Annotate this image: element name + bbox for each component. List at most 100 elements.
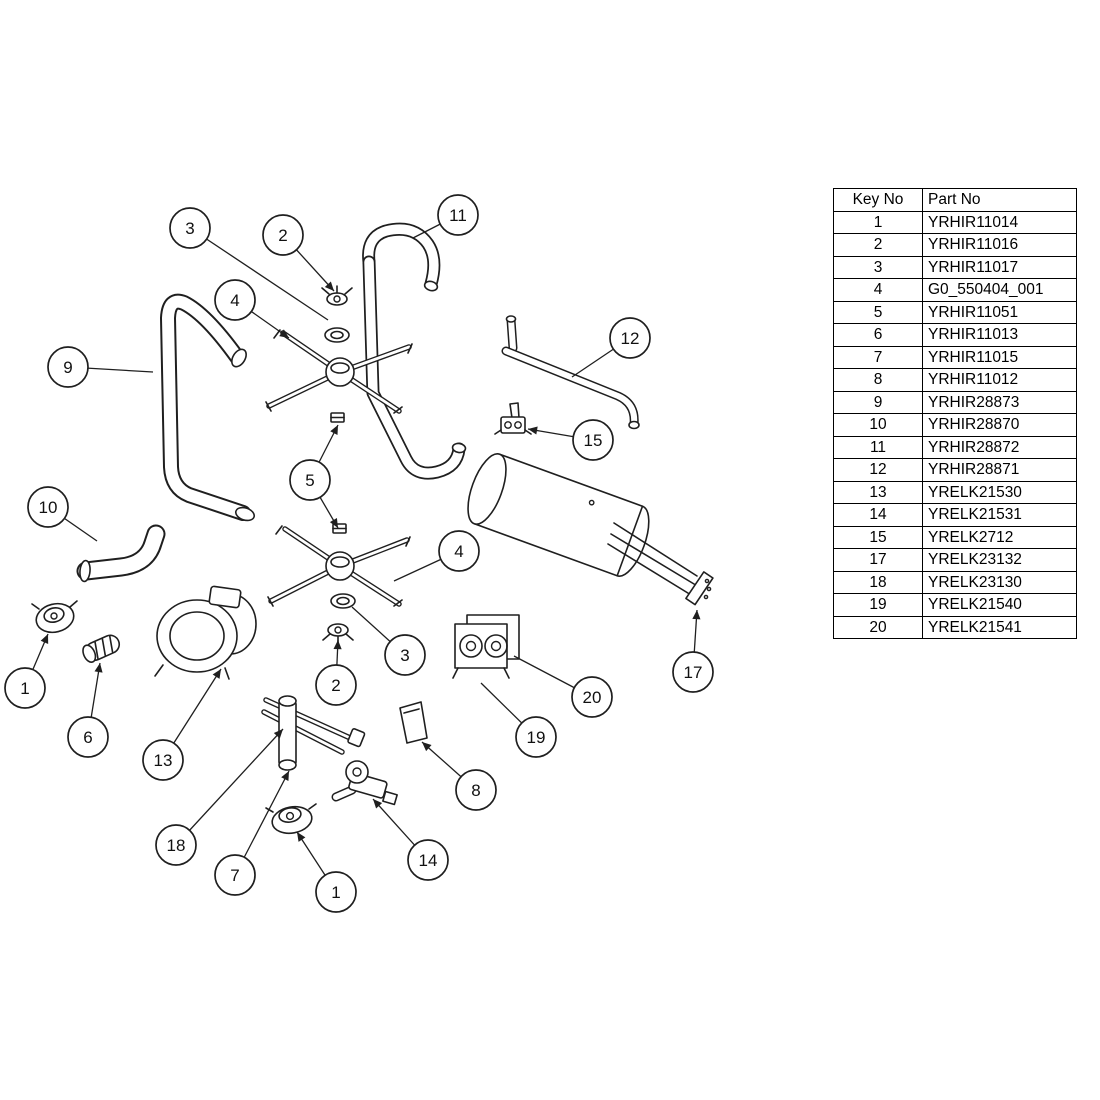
callout-circle — [289, 459, 331, 501]
part-17-heater-element — [607, 522, 714, 606]
callout-circle — [214, 279, 256, 321]
leader-arrowhead — [330, 425, 338, 435]
key-no-cell: 17 — [833, 548, 923, 572]
part-no-cell: YRELK21541 — [922, 615, 1077, 639]
part-13-pump — [154, 585, 257, 680]
callout-number: 13 — [154, 751, 173, 770]
callout-circle — [262, 214, 304, 256]
callout-circle — [67, 716, 109, 758]
part-18-assembly — [261, 695, 366, 771]
callout-number: 5 — [305, 471, 314, 490]
leader-line — [189, 227, 329, 321]
part-6-sleeve — [82, 634, 121, 664]
callout-number: 3 — [185, 219, 194, 238]
callout-number: 4 — [230, 291, 239, 310]
key-no-cell: 9 — [833, 390, 923, 414]
part-no-cell: YRELK2712 — [922, 525, 1077, 549]
callout-number: 11 — [449, 206, 467, 225]
part-no-cell: YRHIR11014 — [922, 210, 1077, 234]
callout-circle — [214, 854, 256, 896]
callout-circle — [455, 769, 497, 811]
callout-number: 12 — [621, 329, 640, 348]
callout-number: 1 — [20, 679, 29, 698]
callout-circle — [515, 716, 557, 758]
callout-balloon: 2 — [315, 664, 357, 706]
callout-balloon: 8 — [455, 769, 497, 811]
callout-circle — [437, 194, 479, 236]
part-10-elbow — [76, 524, 166, 583]
part-no-cell: YRELK23132 — [922, 548, 1077, 572]
callout-balloon: 19 — [515, 716, 557, 758]
callout-circle — [47, 346, 89, 388]
callout-balloon: 1 — [315, 871, 357, 913]
callout-balloon: 11 — [437, 194, 479, 236]
callout-balloon: 9 — [47, 346, 89, 388]
key-no-cell: 19 — [833, 593, 923, 617]
callout-balloon: 14 — [407, 839, 449, 881]
callout-balloon: 17 — [672, 651, 714, 693]
part-2-clamp-lower — [322, 623, 354, 644]
callout-number: 2 — [331, 676, 340, 695]
callout-number: 7 — [230, 866, 239, 885]
callout-circle — [315, 871, 357, 913]
part-no-cell: YRHIR11051 — [922, 300, 1077, 324]
key-no-cell: 4 — [833, 278, 923, 302]
callout-circle — [169, 207, 211, 249]
key-no-cell: 1 — [833, 210, 923, 234]
callout-number: 17 — [684, 663, 703, 682]
leader-arrowhead — [422, 742, 432, 752]
callout-number: 1 — [331, 883, 340, 902]
callout-circle — [438, 530, 480, 572]
part-no-cell: YRELK21540 — [922, 593, 1077, 617]
leader-arrowhead — [333, 640, 342, 650]
leader-line — [175, 728, 284, 846]
leader-arrowhead — [40, 634, 49, 644]
callout-number: 8 — [471, 781, 480, 800]
callout-balloon: 13 — [142, 739, 184, 781]
callout-number: 10 — [39, 498, 58, 517]
callout-balloon: 15 — [572, 419, 614, 461]
callout-balloon: 4 — [214, 279, 256, 321]
part-19-20-heater-box — [452, 614, 520, 679]
table-header-row: Key No Part No — [833, 188, 1077, 212]
callout-circle — [572, 419, 614, 461]
callout-circle — [571, 676, 613, 718]
part-no-cell: YRELK21530 — [922, 480, 1077, 504]
part-2-clamp-upper — [321, 285, 353, 306]
part-14-valve — [331, 760, 398, 806]
leader-arrowhead — [297, 832, 306, 842]
leader-arrowhead — [329, 518, 338, 528]
callout-number: 9 — [63, 358, 72, 377]
part-no-cell: YRHIR11015 — [922, 345, 1077, 369]
key-no-cell: 13 — [833, 480, 923, 504]
callout-circle — [4, 667, 46, 709]
part-5-nut-upper — [330, 412, 345, 423]
callout-balloon: 12 — [609, 317, 651, 359]
part-no-cell: YRELK21531 — [922, 503, 1077, 527]
key-no-cell: 2 — [833, 233, 923, 257]
callout-balloon: 4 — [438, 530, 480, 572]
leader-arrowhead — [324, 281, 334, 291]
part-1-fitting-lower — [265, 803, 317, 835]
part-no-cell: YRELK23130 — [922, 570, 1077, 594]
part-4-manifold-upper — [265, 329, 413, 414]
callout-number: 20 — [583, 688, 602, 707]
key-no-cell: 12 — [833, 458, 923, 482]
part-11-frame — [362, 222, 467, 480]
callout-circle — [384, 634, 426, 676]
